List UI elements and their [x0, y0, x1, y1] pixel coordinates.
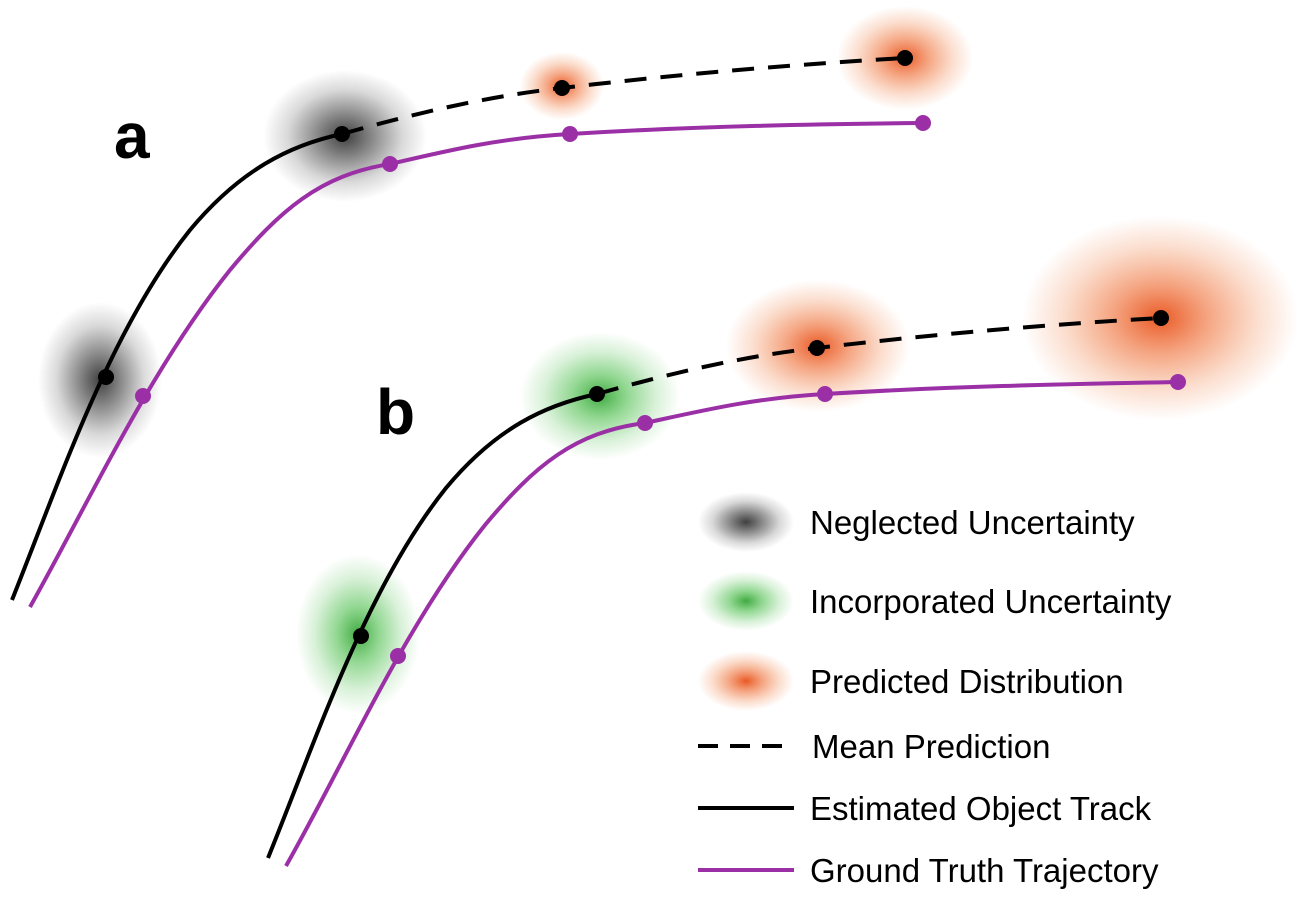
predicted-distribution-swatch — [698, 651, 794, 711]
ground-truth-point — [1170, 374, 1186, 390]
mean-prediction-line — [341, 56, 906, 136]
ground-truth-point — [390, 648, 406, 664]
incorporated-uncertainty-swatch — [698, 571, 794, 631]
legend-item-mean-prediction: Mean Prediction — [698, 728, 1050, 765]
ground-truth-point — [915, 115, 931, 131]
ground-truth-point — [135, 388, 151, 404]
ground-truth-point — [382, 156, 398, 172]
panel-label-a: a — [114, 100, 150, 172]
estimated-track-point — [334, 126, 350, 142]
mean-prediction-point — [809, 340, 825, 356]
panel-a: a — [10, 6, 973, 608]
legend-label-mean-prediction: Mean Prediction — [812, 728, 1050, 765]
legend: Neglected Uncertainty Incorporated Uncer… — [698, 492, 1172, 889]
estimated-track-point — [589, 386, 605, 402]
mean-prediction-point — [554, 80, 570, 96]
ground-truth-point — [562, 126, 578, 142]
legend-item-incorporated-uncertainty: Incorporated Uncertainty — [698, 571, 1172, 631]
neglected-uncertainty-swatch — [698, 492, 794, 552]
legend-label-neglected-uncertainty: Neglected Uncertainty — [810, 504, 1135, 541]
estimated-object-track-line — [10, 132, 343, 601]
legend-item-predicted-distribution: Predicted Distribution — [698, 651, 1124, 711]
legend-item-neglected-uncertainty: Neglected Uncertainty — [698, 492, 1135, 552]
estimated-track-point — [353, 628, 369, 644]
panel-b: b — [266, 216, 1298, 867]
mean-prediction-point — [897, 50, 913, 66]
legend-label-incorporated-uncertainty: Incorporated Uncertainty — [810, 583, 1172, 620]
mean-prediction-line — [596, 316, 1162, 396]
estimated-track-point — [98, 369, 114, 385]
legend-item-estimated-object-track: Estimated Object Track — [698, 790, 1152, 827]
legend-label-predicted-distribution: Predicted Distribution — [810, 663, 1124, 700]
panel-label-b: b — [376, 376, 415, 448]
ground-truth-point — [817, 386, 833, 402]
estimated-object-track-line — [266, 392, 598, 859]
legend-label-estimated-object-track: Estimated Object Track — [810, 790, 1152, 827]
ground-truth-point — [637, 415, 653, 431]
legend-label-ground-truth-trajectory: Ground Truth Trajectory — [810, 852, 1159, 889]
legend-item-ground-truth-trajectory: Ground Truth Trajectory — [698, 852, 1159, 889]
mean-prediction-point — [1153, 310, 1169, 326]
